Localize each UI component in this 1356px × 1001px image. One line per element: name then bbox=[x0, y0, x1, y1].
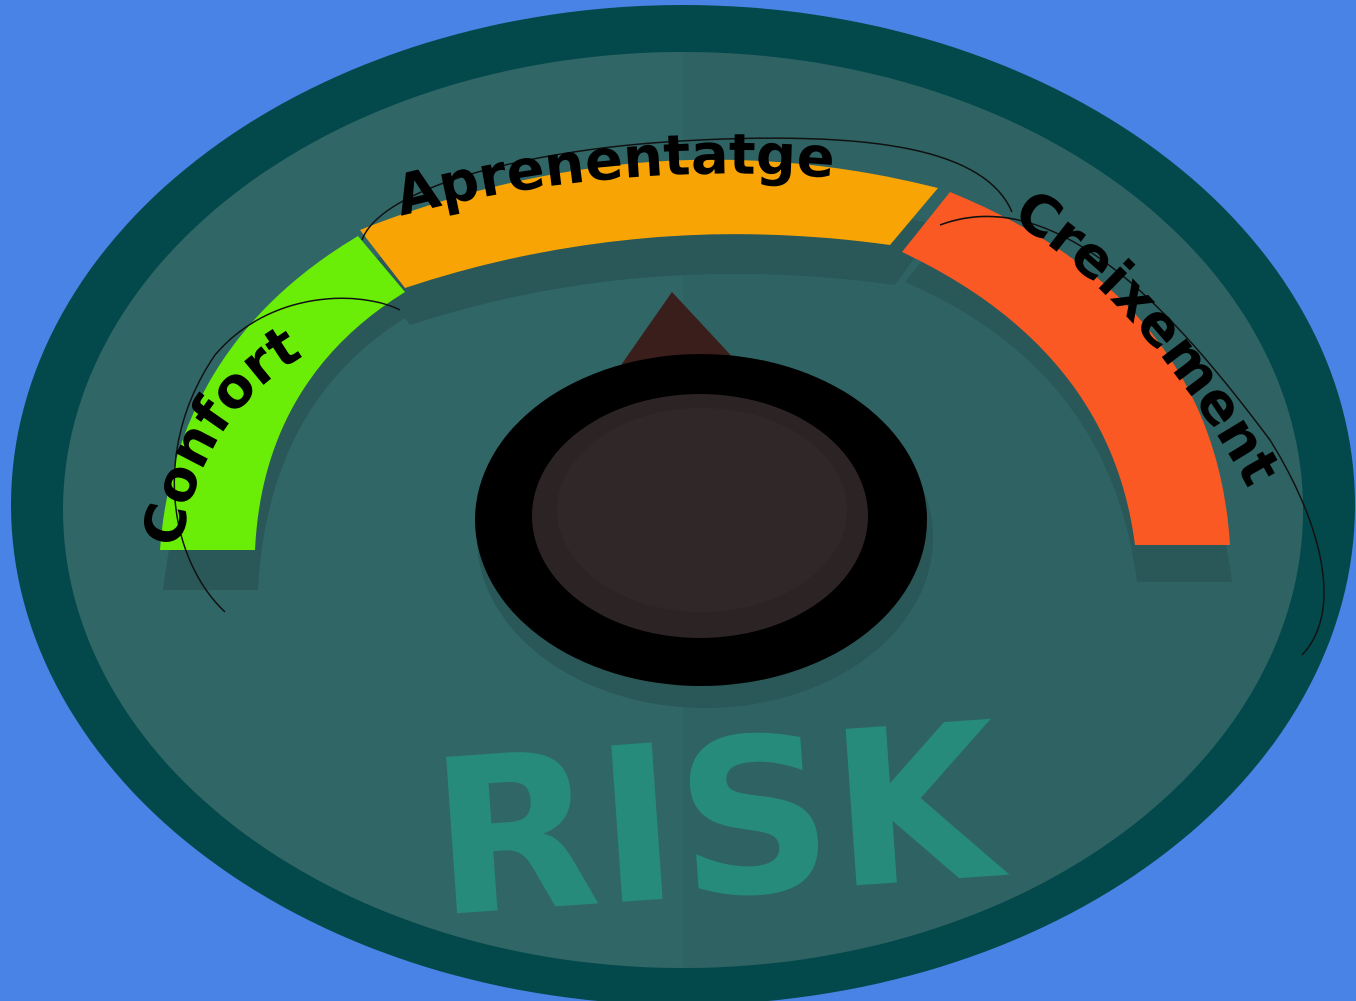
learning-guide-curve bbox=[361, 137, 1013, 241]
risk-text: RISK bbox=[423, 675, 1014, 965]
comfort-zone-band bbox=[160, 236, 405, 550]
dial-face-shade bbox=[683, 52, 1303, 968]
growth-zone-band bbox=[902, 192, 1230, 545]
learning-zone-band bbox=[360, 159, 938, 288]
knob-center bbox=[557, 408, 847, 612]
comfort-guide-curve bbox=[173, 297, 401, 613]
growth-guide-curve bbox=[939, 215, 1325, 656]
